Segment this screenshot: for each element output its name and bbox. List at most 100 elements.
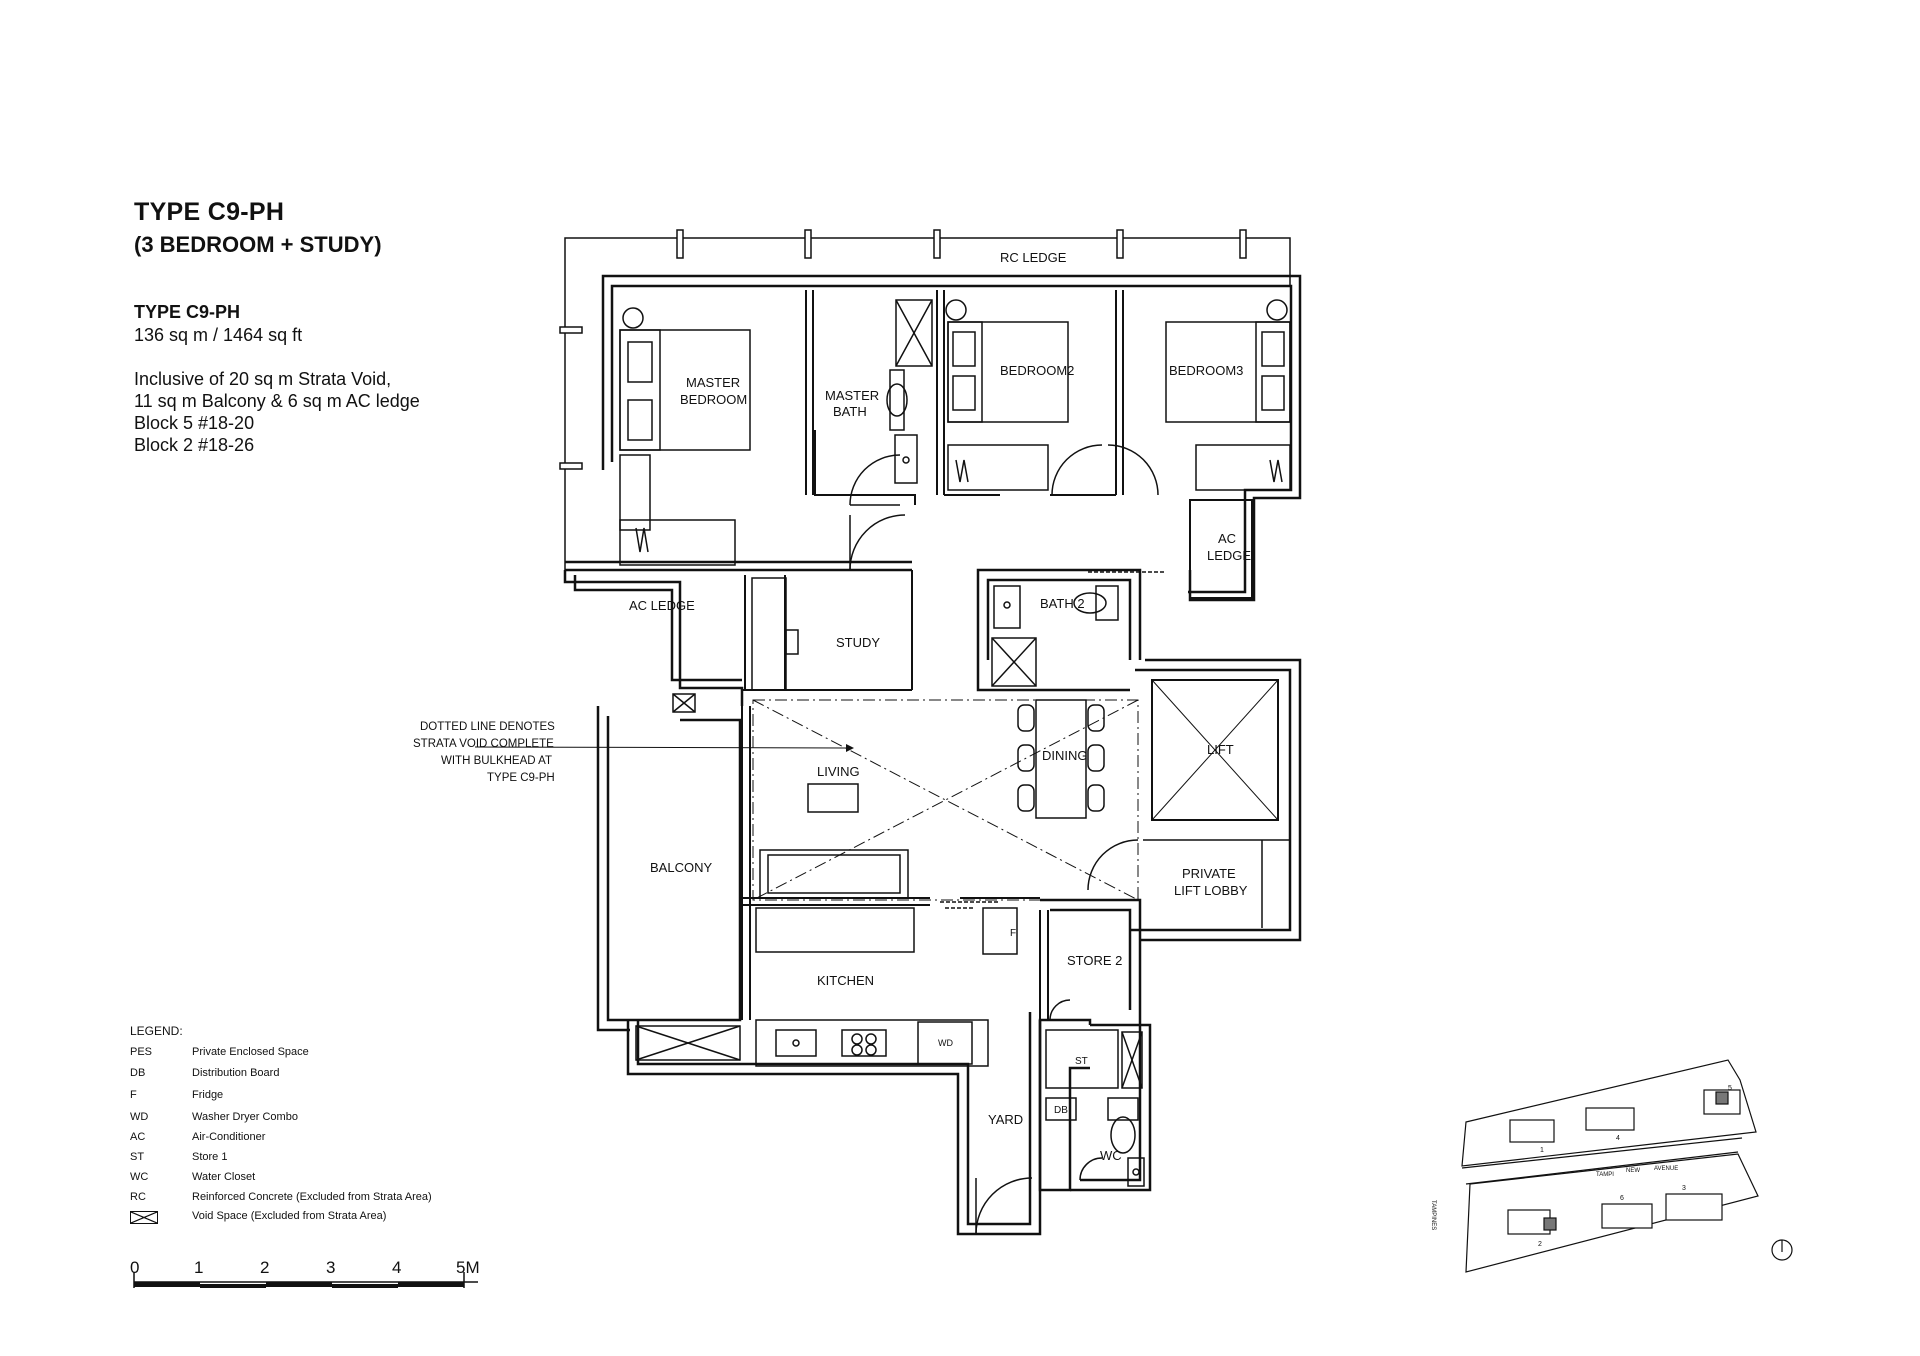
unit-info-line: Block 5 #18-20 (134, 413, 255, 433)
strata-void-annotation: DOTTED LINE DENOTES STRATA VOID COMPLETE… (413, 721, 854, 784)
bath2-label: BATH 2 (1040, 596, 1085, 611)
scale-bar (133, 1272, 478, 1288)
annotation-line: STRATA VOID COMPLETE (413, 738, 554, 750)
key-plan-block-label: 5 (1728, 1085, 1732, 1092)
living-label: LIVING (817, 764, 860, 779)
legend-desc: Reinforced Concrete (Excluded from Strat… (192, 1191, 432, 1203)
master-bath-label-line: BATH (833, 404, 867, 419)
key-plan-road-word: AVENUE (1654, 1166, 1678, 1172)
master-bedroom-label-line: MASTER (686, 375, 740, 390)
legend-item: F Fridge (130, 1089, 223, 1101)
key-plan-block-label: 4 (1616, 1135, 1620, 1142)
legend-code: ST (130, 1151, 145, 1163)
scale-label: 2 (260, 1258, 270, 1277)
scale-label: 1 (194, 1258, 204, 1277)
study-furniture (751, 577, 799, 691)
master-bath-label: MASTER BATH (825, 388, 879, 419)
void-box (672, 693, 696, 713)
legend-item: WD Washer Dryer Combo (130, 1111, 298, 1123)
study-label: STUDY (836, 635, 880, 650)
lower-void (635, 1025, 741, 1061)
legend-heading: LEGEND: (130, 1024, 183, 1038)
rc-ledge-label: RC LEDGE (1000, 250, 1067, 265)
balcony-label: BALCONY (650, 860, 712, 875)
legend-code: PES (130, 1046, 153, 1058)
db-label: DB (1054, 1105, 1068, 1116)
exterior-walls (563, 274, 1302, 1236)
legend-code (130, 1210, 192, 1226)
unit-area: 136 sq m / 1464 sq ft (134, 325, 303, 345)
highlight-block-2 (1543, 1217, 1557, 1231)
unit-info-line: 11 sq m Balcony & 6 sq m AC ledge (134, 391, 420, 411)
legend-code: WD (130, 1111, 149, 1123)
bedroom2-furniture (945, 299, 1159, 496)
kitchen-label: KITCHEN (817, 973, 874, 988)
wd-label: WD (938, 1038, 953, 1048)
annotation-line: WITH BULKHEAD AT (441, 755, 552, 767)
annotation-line: DOTTED LINE DENOTES (420, 721, 555, 733)
master-bedroom-label-line: BEDROOM (680, 392, 747, 407)
key-plan-north-site (1461, 1059, 1757, 1167)
page-subtitle: (3 BEDROOM + STUDY) (134, 232, 382, 257)
key-plan-block-label: 3 (1682, 1185, 1686, 1192)
highlight-block-5 (1715, 1091, 1729, 1105)
key-plan-road-word: TAMPI (1596, 1172, 1614, 1178)
kitchen-fixtures (755, 907, 1018, 1067)
store2-label: STORE 2 (1067, 953, 1122, 968)
legend-desc: Air-Conditioner (192, 1131, 266, 1143)
lift-label: LIFT (1207, 742, 1234, 757)
legend-code: DB (130, 1067, 146, 1079)
rc-ledge-piers (559, 229, 1247, 470)
bedroom3-furniture (1165, 299, 1291, 491)
service-area (975, 1029, 1145, 1235)
st-label: ST (1075, 1056, 1088, 1067)
scale-label: 4 (392, 1258, 402, 1277)
ac-ledge-left-label: AC LEDGE (629, 598, 695, 613)
legend-desc: Void Space (Excluded from Strata Area) (192, 1210, 387, 1222)
scale-label: 0 (130, 1258, 140, 1277)
legend-desc: Store 1 (192, 1151, 228, 1163)
key-plan-block-label: 6 (1620, 1195, 1624, 1202)
legend-item: AC Air-Conditioner (130, 1131, 265, 1143)
living-furniture (759, 783, 909, 899)
yard-label: YARD (988, 1112, 1023, 1127)
legend-code: RC (130, 1191, 146, 1203)
ac-ledge-right-label-line: AC (1218, 531, 1236, 546)
legend-desc: Fridge (192, 1089, 224, 1101)
unit-type-label: TYPE C9-PH (134, 302, 241, 322)
master-bath-fixtures (849, 299, 933, 506)
bath2-fixtures (991, 571, 1166, 687)
lobby-label-line: LIFT LOBBY (1174, 883, 1248, 898)
ac-ledge-right: AC LEDGE (1189, 499, 1253, 599)
private-lift-lobby (1087, 839, 1291, 928)
annotation-line: TYPE C9-PH (487, 772, 555, 784)
key-plan-block-label: 2 (1538, 1241, 1542, 1248)
door-swings (849, 514, 1000, 903)
fridge-label: F (1010, 928, 1016, 939)
master-bedroom-label: MASTER BEDROOM (680, 375, 747, 407)
scale-label: 3 (326, 1258, 336, 1277)
legend-item: Void Space (Excluded from Strata Area) (130, 1210, 386, 1226)
key-plan-block-label: 1 (1540, 1147, 1544, 1154)
bedroom2-label: BEDROOM2 (1000, 363, 1074, 378)
legend-desc: Washer Dryer Combo (192, 1111, 298, 1123)
legend-code: AC (130, 1131, 146, 1143)
dining-label: DINING (1042, 748, 1088, 763)
page-title: TYPE C9-PH (134, 198, 285, 226)
interior-walls (741, 290, 1124, 1020)
scale-label: 5M (456, 1258, 480, 1277)
legend-code: WC (130, 1171, 149, 1183)
key-plan-road-side: TAMPINES (1430, 1200, 1436, 1230)
unit-info-line: Block 2 #18-26 (134, 435, 255, 455)
void-space-icon (130, 1211, 158, 1224)
master-bath-label-line: MASTER (825, 388, 879, 403)
legend-item: ST Store 1 (130, 1151, 227, 1163)
legend-code: F (130, 1089, 137, 1101)
master-bed (619, 307, 751, 566)
wc-label: WC (1100, 1148, 1122, 1163)
